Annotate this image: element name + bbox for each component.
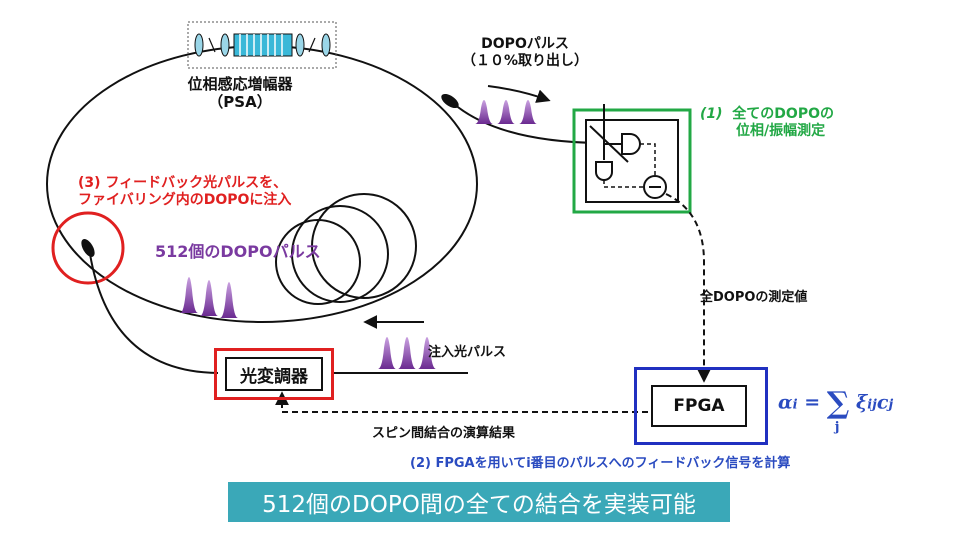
psa-slashes: [208, 37, 316, 53]
feedback-coupler-highlight: [51, 211, 125, 285]
formula-sum: ∑j: [826, 386, 850, 435]
formula-lhs: α: [778, 391, 793, 414]
fpga-box: FPGA: [634, 367, 768, 445]
output-fiber: [453, 103, 601, 144]
measure-step-line2: 位相/振幅測定: [736, 122, 826, 139]
formula-lhs-sub: i: [792, 397, 798, 413]
formula-equals: =: [804, 391, 821, 414]
measure-step-label: (1) 全てのDOPOの 位相/振幅測定: [700, 106, 834, 140]
dopo-output-label: DOPOパルス （１０%取り出し）: [455, 36, 595, 70]
dopo-output-line1: DOPOパルス: [481, 36, 569, 52]
feedback-line2: ファイバリング内のDOPOに注入: [78, 191, 292, 208]
dopo-output-line2: （１０%取り出し）: [461, 52, 589, 69]
psa-waveguide: [233, 33, 293, 57]
feedback-step-label: (3) フィードバック光パルスを、 ファイバリング内のDOPOに注入: [78, 175, 291, 209]
fpga-to-modulator-path: [275, 391, 648, 413]
formula-c-sub: j: [888, 397, 894, 413]
formula-xi-sub: ij: [867, 397, 877, 413]
feedback-line1: (3) フィードバック光パルスを、: [78, 175, 288, 191]
injection-pulses: [378, 337, 436, 369]
measure-step-num: (1): [700, 106, 723, 122]
feedback-formula: αi = ∑j ξijcj: [778, 386, 894, 435]
psa-abbr: （PSA）: [208, 93, 272, 111]
fpga-label: FPGA: [651, 385, 747, 427]
all-measured-label: 全DOPOの測定値: [700, 290, 808, 305]
psa-box: [187, 21, 337, 69]
modulator-label: 光変調器: [225, 357, 323, 391]
formula-sum-symbol: ∑: [826, 386, 850, 421]
output-direction-arrow: [487, 85, 551, 103]
feedback-coupler: [81, 238, 95, 258]
spin-coupling-result-label: スピン間結合の演算結果: [372, 426, 516, 441]
fpga-step-label: (2) FPGAを用いてi番目のパルスへのフィードバック信号を計算: [410, 456, 791, 471]
psa-label: 位相感応増幅器 （PSA）: [170, 75, 310, 111]
ring-pulses: [180, 277, 238, 318]
ring-pulses-label: 512個のDOPOパルス: [155, 242, 321, 261]
output-pulses: [475, 100, 537, 124]
measurement-to-fpga-path: [665, 193, 711, 383]
fiber-coil: [275, 193, 417, 305]
formula-xi: ξ: [855, 391, 868, 414]
psa-lenses: [194, 33, 331, 57]
injection-pulse-label: 注入光パルス: [428, 345, 507, 360]
detector-wires: [603, 143, 656, 188]
homodyne-optics: [589, 104, 667, 199]
injection-fiber: [89, 253, 219, 374]
summary-banner: 512個のDOPO間の全ての結合を実装可能: [228, 482, 730, 522]
psa-name: 位相感応増幅器: [187, 75, 293, 93]
measure-step-line1: 全てのDOPOの: [732, 106, 834, 122]
modulator-box: 光変調器: [214, 348, 334, 400]
measurement-box-outer: [572, 108, 692, 214]
formula-c: c: [876, 391, 889, 414]
formula-sum-index: j: [834, 420, 840, 435]
